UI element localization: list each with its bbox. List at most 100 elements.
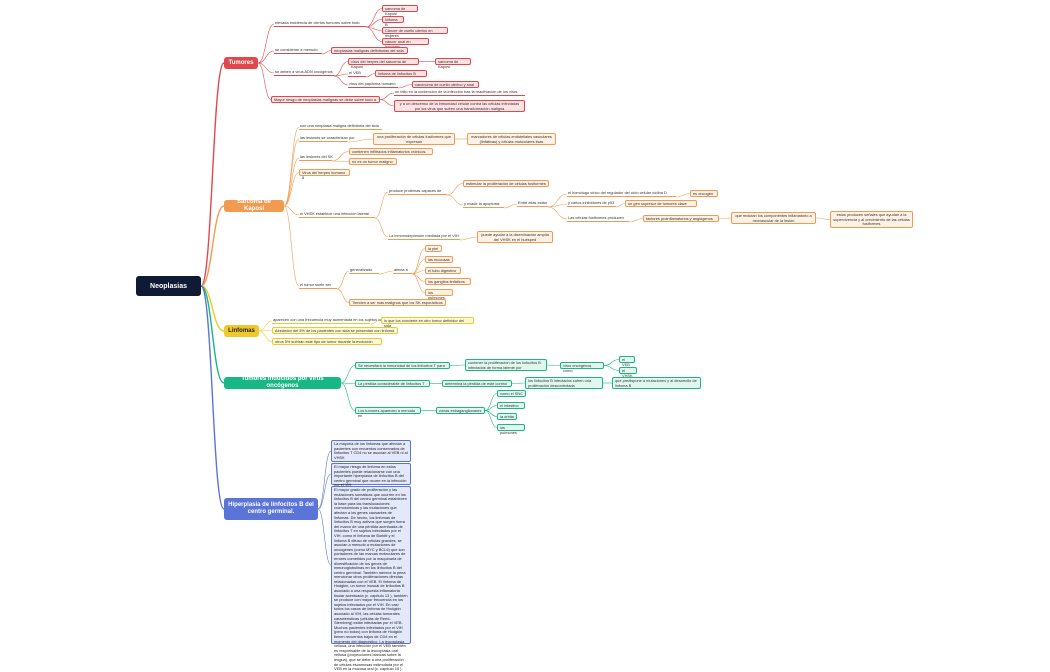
node-virus-herpes[interactable]: virus del herpes del sarcoma de Kaposi (348, 58, 419, 68)
node-neoplasias-definitorias[interactable]: neoplasias malignas definitorias del sid… (331, 47, 408, 54)
connector (546, 364, 561, 366)
node-inhibidores-p53[interactable]: y varios inhibidores de p53 (567, 200, 616, 207)
connector (379, 92, 395, 100)
node-es-oncogen[interactable]: es oncogén (690, 190, 718, 197)
node-como-snc[interactable]: como el SNC (497, 390, 526, 397)
node-tubo-digestivo[interactable]: el tubo digestivo (425, 267, 461, 274)
node-mas-malignos[interactable]: Tienden a ser más malignos que los SK es… (349, 299, 446, 306)
node-mayor-riesgo[interactable]: Mayor riesgo de neoplasias malignas se d… (271, 96, 380, 103)
node-ganglios-linfaticos[interactable]: los ganglios linfáticos (425, 278, 471, 285)
node-mayoria-linfomas[interactable]: La mayoría de los linfomas que afectan a… (331, 440, 411, 462)
node-proliferacion-fusiformes[interactable]: una proliferación de células fusiformes … (373, 133, 455, 145)
node-fusiformes-producen[interactable]: Las células fusiformes producen (567, 215, 629, 222)
connector (257, 62, 275, 74)
node-los-pulmones[interactable]: los pulmones. (425, 289, 453, 299)
connector (547, 206, 568, 220)
node-mayor-grado-proliferacion[interactable]: El mayor grado de proliferación y las mu… (331, 486, 411, 671)
node-lesiones-caracterizan[interactable]: las lesiones se caracterizan por (299, 135, 355, 142)
connector (257, 23, 275, 64)
node-linfoma-linfocitos-b[interactable]: linfoma de linfocitos B (375, 70, 427, 77)
branch-sarcoma-kaposi[interactable]: Sarcoma de Kaposi (224, 199, 284, 212)
branch-tumores[interactable]: Tumores (224, 57, 258, 69)
branch-virus-oncogenos[interactable]: Tumores inducidos por virus oncógenos (224, 376, 341, 389)
node-inmunodepresion[interactable]: La inmunodepresión mediada por el VIH (388, 233, 460, 240)
node-gen-supresor[interactable]: un gen supresor de tumores clave (625, 200, 697, 207)
node-generalizado[interactable]: generalizado (349, 267, 379, 274)
node-produce-proteinas[interactable]: produce proteínas capaces de (388, 188, 447, 195)
node-virus-herpes-8[interactable]: Virus del herpes humano 8 (299, 169, 350, 179)
connector (257, 62, 272, 100)
node-vhsk-latente[interactable]: el VHSK establece una infección latente (299, 211, 375, 218)
connector (283, 205, 300, 287)
connector (484, 410, 498, 428)
connector (340, 382, 356, 384)
node-cancer-anal[interactable]: cáncer anal en hombres (382, 38, 429, 48)
node-factores-proinflamatorios[interactable]: factores proinflamatorios y angiógenos (643, 215, 719, 222)
node-no-tumor-maligno[interactable]: no es un tumor maligno (349, 158, 397, 165)
node-virus-adn[interactable]: se deben a virus ADN oncógenos (274, 69, 334, 76)
node-proliferacion-descontrolada[interactable]: los linfocitos B infectados sufren una p… (525, 377, 603, 389)
node-mayor-riesgo-linfoma[interactable]: El mayor riesgo de linfoma en estos paci… (331, 463, 411, 487)
node-sarcoma-kaposi[interactable]: sarcoma de Kaposi (382, 5, 418, 15)
connector (317, 450, 332, 510)
node-diseminacion-vhsk[interactable]: puede ayudar a la diseminación amplia de… (477, 231, 553, 243)
connector (317, 473, 332, 510)
node-carcinoma-cuello[interactable]: carcinoma de cuello uterino y anal (412, 81, 479, 88)
node-homologo-ciclina[interactable]: el homólogo vírico del regulador del cic… (567, 190, 676, 197)
node-el-veb[interactable]: el VEB (348, 70, 366, 77)
node-inmunidad-t[interactable]: Se necesitará la inmunidad de los linfoc… (355, 362, 450, 369)
node-reclutan-componentes[interactable]: que reclutan los componentes inflamatori… (731, 212, 816, 224)
node-perdida-linfocitos[interactable]: La pérdida considerable de linfocitos T (355, 380, 430, 387)
node-marcadores-celulas[interactable]: marcadores de células endoteliales vascu… (467, 133, 556, 145)
connector (257, 50, 275, 64)
node-pulmones[interactable]: los pulmones (497, 424, 525, 434)
node-vhsk[interactable]: el VHSK (619, 367, 637, 377)
connector (200, 285, 225, 510)
connector (283, 138, 300, 207)
node-afecta-a[interactable]: afecta a (393, 267, 412, 274)
connector (340, 365, 356, 384)
node-descenso-inmunidad[interactable]: y a un descenso de la inmunidad celular … (394, 100, 525, 112)
node-perdida-control[interactable]: determina la pérdida de este control (442, 380, 512, 387)
node-cancer-cuello[interactable]: Cáncer de cuello uterino en mujeres (382, 27, 448, 37)
node-evadir-apoptosis[interactable]: y evadir la apoptosis (463, 201, 504, 208)
node-frecuencia-aumentada[interactable]: aparecen con una frecuencia muy aumentad… (272, 317, 393, 324)
node-senales-supervivencia[interactable]: estos producen señales que ayudan a la s… (830, 211, 913, 228)
node-infiltrados-inflamatorios[interactable]: contienen infiltrados inflamatorios crón… (349, 148, 433, 155)
node-contener-proliferacion[interactable]: contener la proliferación de los linfoci… (465, 359, 547, 371)
node-se-consideran[interactable]: se consideran a menudo (274, 47, 322, 54)
connector (603, 365, 620, 371)
node-extraganglionares[interactable]: zonas extraganglionares (436, 407, 485, 414)
node-tumores-incidencia[interactable]: elevada incidencia de ciertos tumores so… (274, 20, 366, 27)
connector (321, 50, 332, 55)
connector (547, 193, 568, 208)
node-lesiones-sk[interactable]: las lesiones del SK (299, 154, 333, 161)
node-veb[interactable]: el VEB (619, 356, 635, 366)
connector (340, 382, 356, 411)
node-fallo-contencion[interactable]: un fallo en la contención de la infecció… (394, 89, 525, 96)
node-entre-ellas[interactable]: Entre ellas están (517, 200, 548, 207)
branch-linfomas[interactable]: Linfomas (224, 325, 259, 337)
node-orbita[interactable]: la órbita (497, 413, 517, 420)
branch-hiperplasia[interactable]: Hiperplasia de linfocitos B del centro g… (224, 498, 318, 520)
node-predispone-mutaciones[interactable]: que predispone a mutaciones y al desarro… (612, 377, 701, 389)
root-node[interactable]: Neoplasias (136, 276, 201, 296)
node-sarcoma-kaposi-2[interactable]: sarcoma de Kaposi (435, 58, 471, 68)
node-virus-oncogenos-como[interactable]: virus oncógenos como (560, 362, 604, 372)
node-papiloma[interactable]: virus del papiloma humano (348, 81, 398, 88)
node-tumor-suele[interactable]: el tumor suele ser (299, 282, 337, 289)
node-las-mucosas[interactable]: las mucosas (425, 256, 453, 263)
node-alrededor-5[interactable]: Alrededor del 5% de los pacientes con si… (272, 327, 398, 334)
node-estimular-proliferacion[interactable]: estimular la proliferación de células fu… (463, 180, 549, 187)
node-la-piel[interactable]: la piel (425, 245, 442, 252)
node-otro-tumor-definidor[interactable]: lo que los convierte en otro tumor defin… (381, 317, 474, 327)
node-linfoma-b[interactable]: linfoma B (382, 16, 404, 26)
connector (484, 393, 498, 411)
node-neoplasia-definitoria[interactable]: son una neoplasia maligna definitoria de… (299, 123, 382, 130)
connector (258, 330, 273, 342)
connector (547, 203, 568, 208)
node-intestino[interactable]: el intestino (497, 402, 525, 409)
connector (411, 259, 426, 275)
node-tumores-aparecen[interactable]: Los tumores aparecen a menudo en (355, 407, 421, 417)
node-otros-5[interactable]: otros 5% sufrirán este tipo de tumor dur… (272, 338, 382, 345)
